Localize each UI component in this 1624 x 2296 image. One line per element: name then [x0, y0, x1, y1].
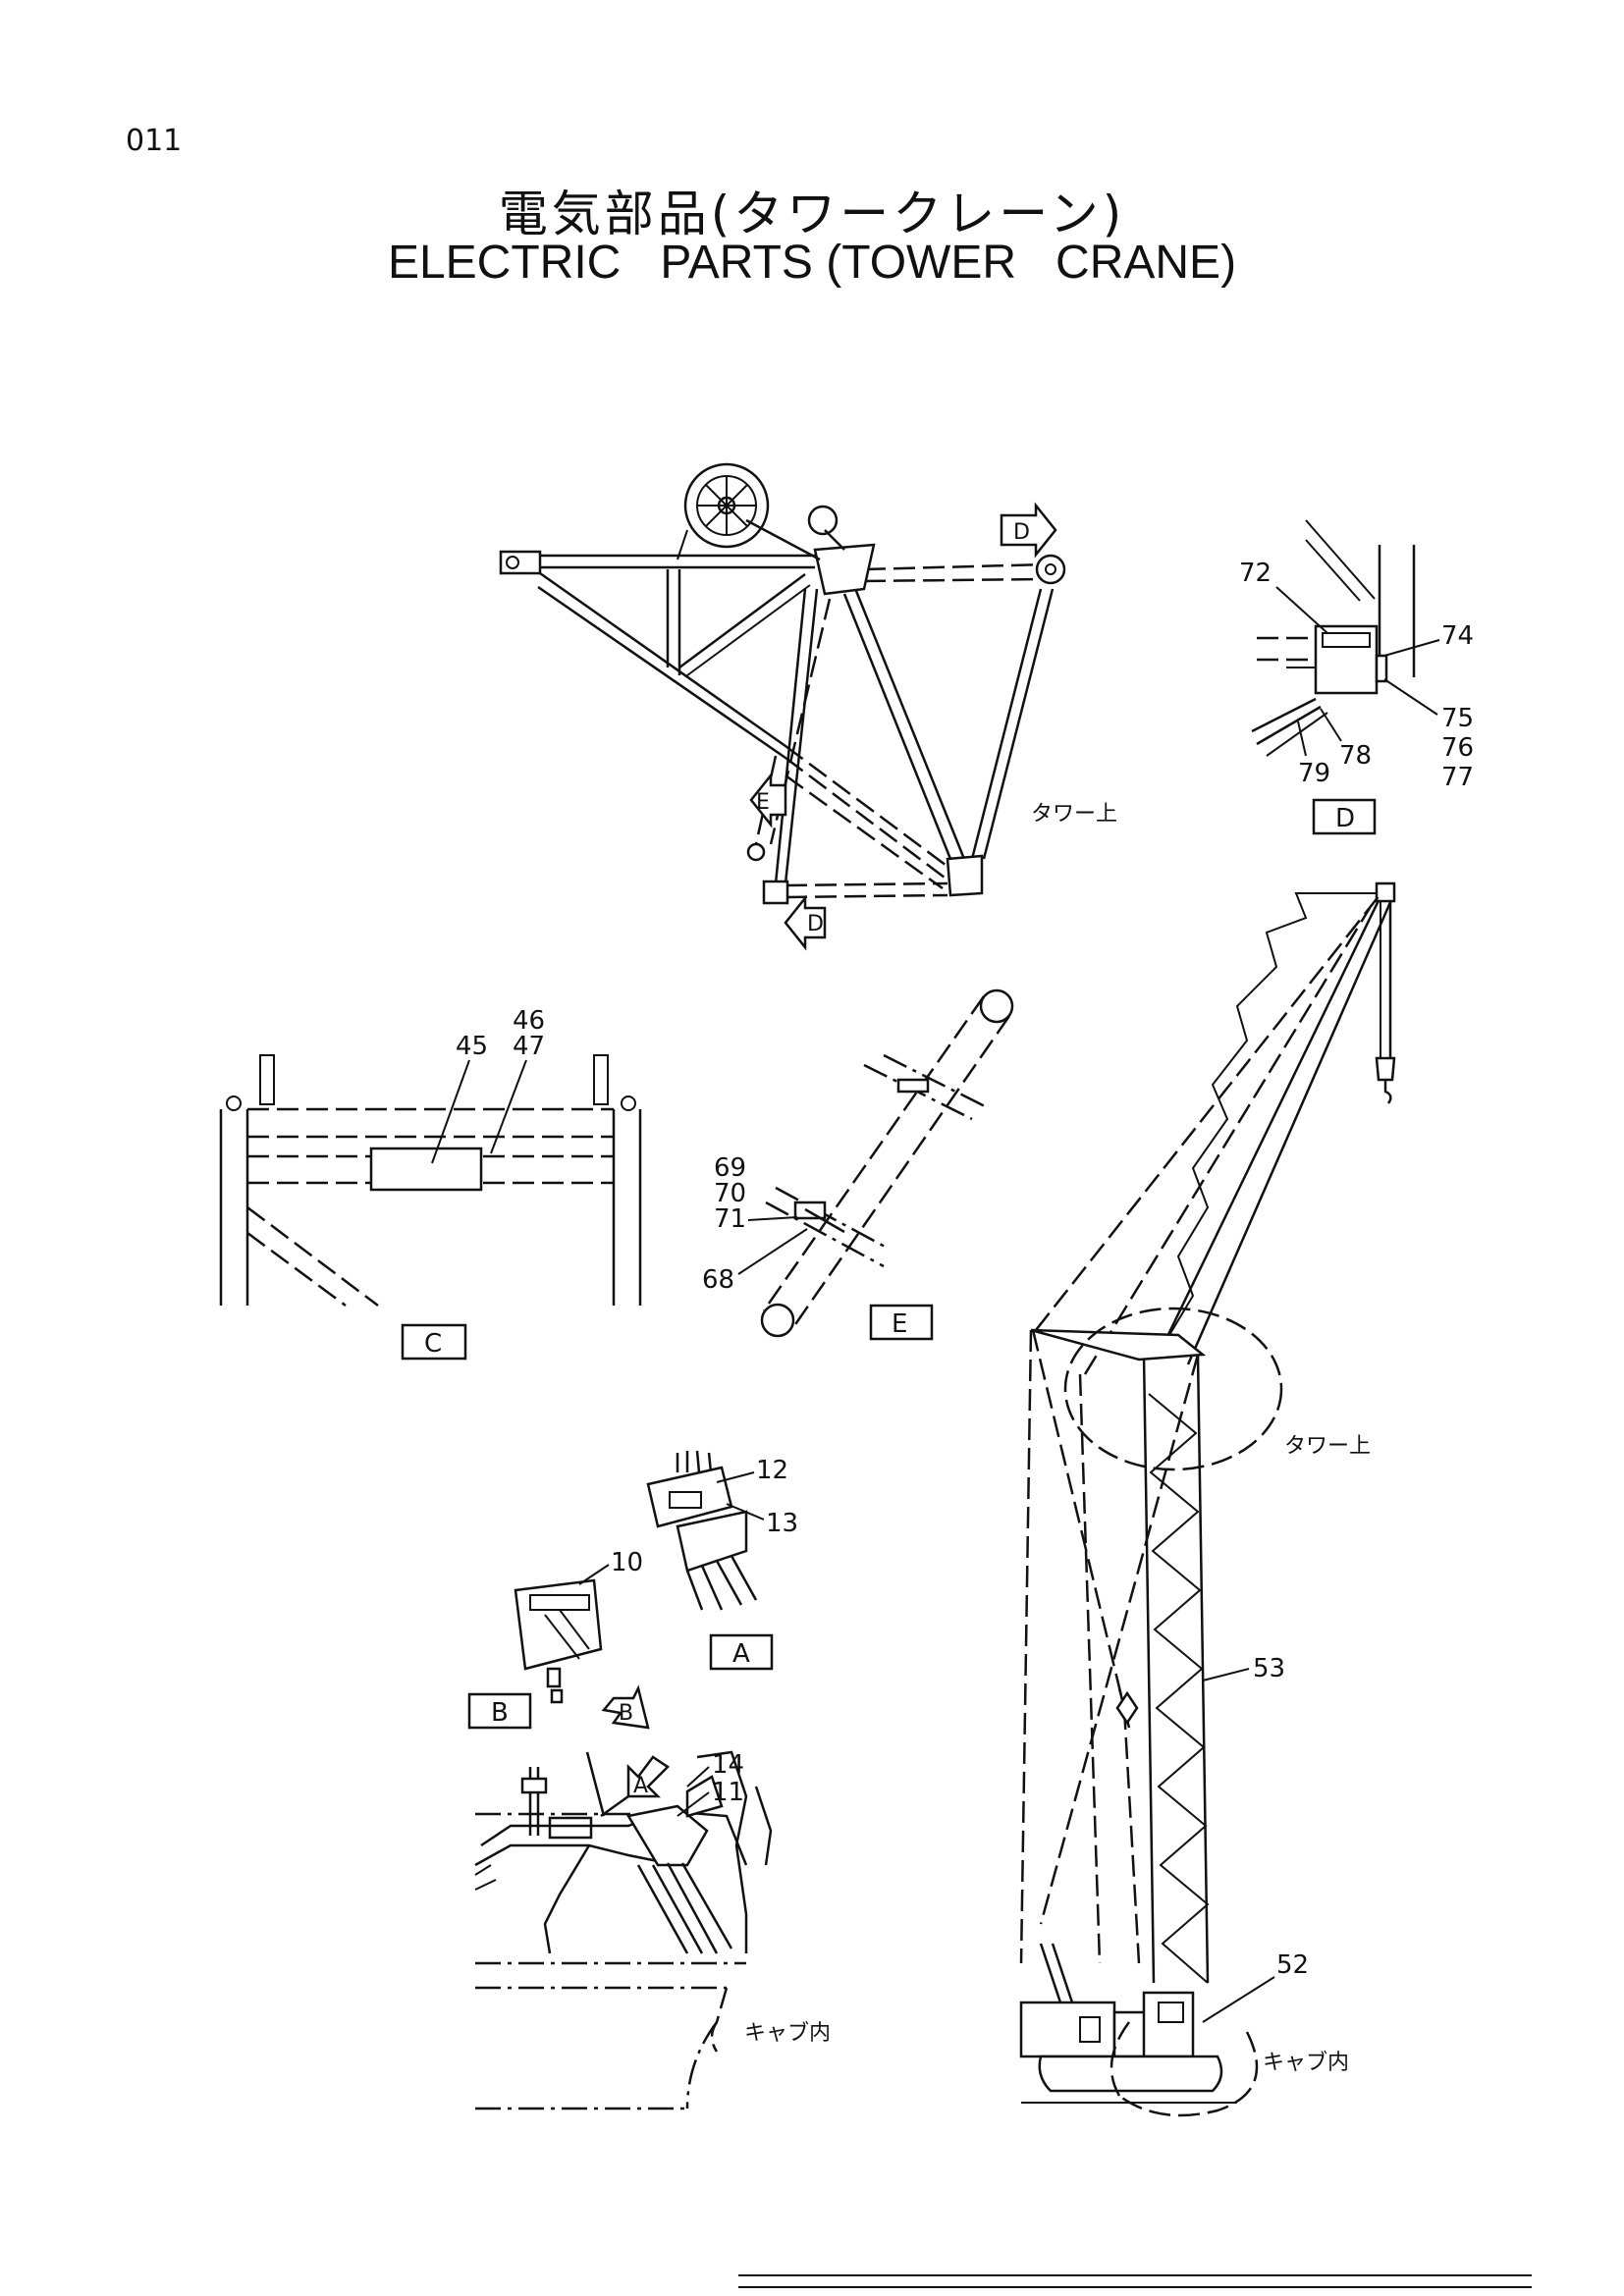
- sheave-wheel: [683, 462, 770, 549]
- part-72-label: 72: [1239, 559, 1272, 588]
- view-b-detail: [514, 1578, 603, 1704]
- view-c-detail: [219, 1054, 642, 1308]
- view-b-box: [467, 1692, 532, 1730]
- title-japanese: 電気部品(タワークレーン): [498, 186, 1126, 242]
- view-b-label: B: [491, 1698, 509, 1728]
- part-68-label: 68: [702, 1265, 734, 1295]
- view-arrow-e: E: [749, 772, 787, 828]
- view-d-box: [1312, 798, 1377, 835]
- part-70-label: 70: [714, 1179, 746, 1208]
- tower-top-assembly: [499, 462, 1066, 905]
- crane-elevation: [1019, 881, 1396, 2117]
- svg-text:D: D: [807, 912, 824, 936]
- part-12-label: 12: [756, 1456, 788, 1485]
- view-a-box: [709, 1633, 774, 1671]
- view-e-box: [869, 1304, 934, 1341]
- part-74-label: 74: [1441, 621, 1474, 651]
- view-a-label: A: [732, 1639, 750, 1669]
- part-53-label: 53: [1253, 1654, 1285, 1683]
- view-c-label: C: [424, 1329, 442, 1359]
- part-78-label: 78: [1339, 741, 1372, 771]
- part-10-label: 10: [611, 1548, 643, 1577]
- view-arrow-d-top: D: [1000, 502, 1057, 559]
- svg-text:A: A: [633, 1774, 648, 1798]
- title-english: ELECTRIC PARTS (TOWER CRANE): [387, 237, 1237, 289]
- page-number: 011: [126, 124, 183, 158]
- note-tower-top-2: タワー上: [1284, 1434, 1371, 1459]
- svg-text:E: E: [756, 790, 770, 815]
- view-arrow-d-bottom: D: [784, 894, 827, 951]
- part-14-label: 14: [712, 1750, 744, 1780]
- note-tower-top: タワー上: [1031, 802, 1117, 827]
- part-47-label: 47: [513, 1032, 545, 1061]
- part-71-label: 71: [714, 1204, 746, 1234]
- part-52-label: 52: [1276, 1950, 1309, 1980]
- note-cab-inside: キャブ内: [1263, 2051, 1349, 2075]
- part-46-label: 46: [513, 1006, 545, 1036]
- note-cab-inside-2: キャブ内: [744, 2021, 831, 2046]
- part-75-label: 75: [1441, 704, 1474, 733]
- part-11-label: 11: [712, 1778, 744, 1807]
- part-77-label: 77: [1441, 763, 1474, 792]
- part-79-label: 79: [1298, 759, 1330, 788]
- view-arrow-b: B: [601, 1684, 650, 1730]
- cab-interior: [474, 1750, 773, 2110]
- part-13-label: 13: [766, 1509, 798, 1538]
- view-a-detail: [646, 1450, 758, 1611]
- view-e-label: E: [892, 1309, 907, 1339]
- part-69-label: 69: [714, 1153, 746, 1183]
- svg-text:B: B: [619, 1701, 633, 1726]
- part-45-label: 45: [456, 1032, 488, 1061]
- view-arrow-a: A: [626, 1755, 670, 1798]
- view-d-detail: [1251, 519, 1416, 757]
- part-76-label: 76: [1441, 733, 1474, 763]
- view-e-detail: [760, 988, 1014, 1338]
- view-d-label: D: [1335, 804, 1355, 833]
- view-c-box: [401, 1323, 467, 1361]
- svg-text:D: D: [1013, 520, 1030, 545]
